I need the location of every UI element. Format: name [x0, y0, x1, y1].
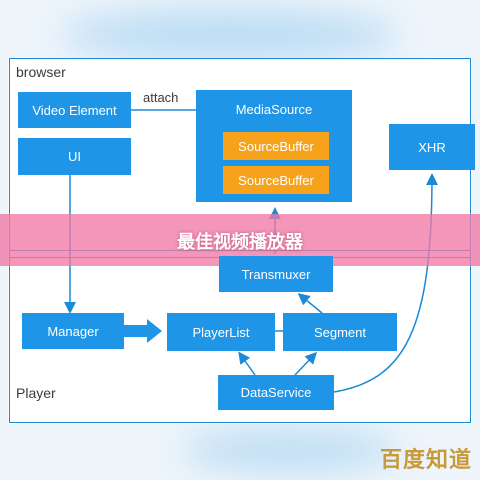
- background-glow-top: [60, 10, 400, 60]
- watermark-logo: 百度知道: [379, 448, 472, 473]
- manager-to-playerlist-arrow: [124, 319, 162, 343]
- source-buffer-box: SourceBuffer: [223, 132, 329, 160]
- video-element-box: Video Element: [18, 92, 131, 128]
- player-label: Player: [16, 385, 56, 401]
- dataservice-to-segment-arrow: [294, 351, 318, 376]
- banner-title: 最佳视频播放器: [177, 232, 303, 253]
- attach-label: attach: [143, 90, 179, 105]
- browser-label: browser: [16, 64, 66, 80]
- segment-box: Segment: [283, 313, 397, 351]
- transmuxer-box: Transmuxer: [219, 256, 333, 292]
- segment-to-transmuxer-arrow: [297, 293, 323, 314]
- background-glow-bottom: [180, 430, 400, 470]
- playerlist-box: PlayerList: [167, 313, 275, 351]
- ui-box: UI: [18, 138, 131, 175]
- manager-box: Manager: [22, 313, 124, 349]
- dataservice-box: DataService: [218, 375, 334, 410]
- dataservice-to-xhr-arrow: [333, 173, 438, 393]
- xhr-box: XHR: [389, 124, 475, 170]
- dataservice-to-playerlist-arrow: [238, 351, 256, 376]
- mediasource-label: MediaSource: [235, 102, 313, 117]
- source-buffer-box: SourceBuffer: [223, 166, 329, 194]
